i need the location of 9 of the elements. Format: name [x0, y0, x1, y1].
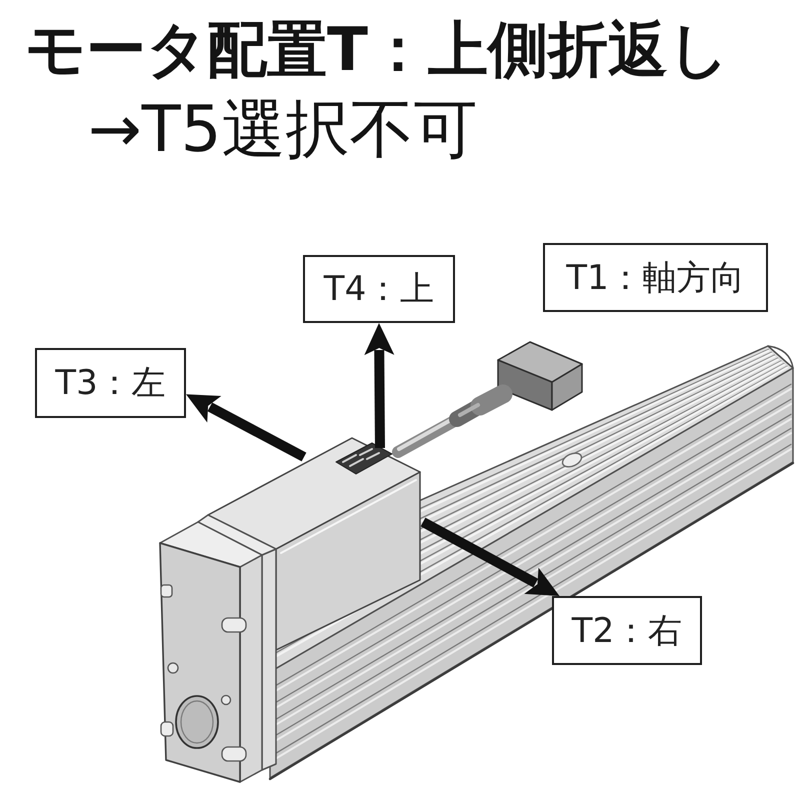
arrow	[186, 394, 306, 462]
label-box: T3：左	[35, 348, 186, 418]
label-box: T2：右	[552, 596, 702, 665]
arrow	[364, 323, 394, 448]
label-box: T1：軸方向	[543, 243, 768, 312]
note: →T5選択不可	[88, 98, 478, 162]
title: モータ配置T：上側折返し	[25, 20, 729, 80]
label-box: T4：上	[303, 255, 455, 323]
arrow	[420, 518, 560, 596]
